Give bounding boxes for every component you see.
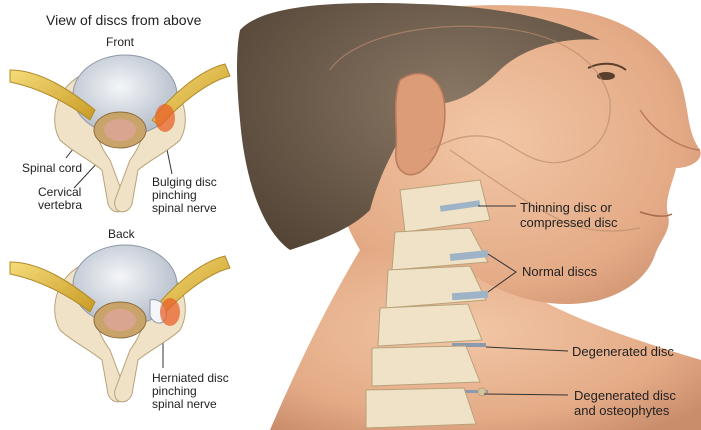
back-label: Back xyxy=(108,228,135,241)
herniated-disc-label: Herniated disc pinching spinal nerve xyxy=(152,372,229,411)
bulging-disc-label: Bulging disc pinching spinal nerve xyxy=(152,176,217,215)
normal-discs-label: Normal discs xyxy=(522,264,597,279)
top-view-title: View of discs from above xyxy=(46,14,201,27)
degenerated-osteophytes-label: Degenerated disc and osteophytes xyxy=(574,388,676,418)
spinal-cord-label: Spinal cord xyxy=(22,162,82,175)
thinning-disc-label: Thinning disc or compressed disc xyxy=(520,200,618,230)
front-label: Front xyxy=(106,36,134,49)
degenerated-disc-label: Degenerated disc xyxy=(572,344,674,359)
cervical-vertebra-label: Cervical vertebra xyxy=(38,186,82,212)
